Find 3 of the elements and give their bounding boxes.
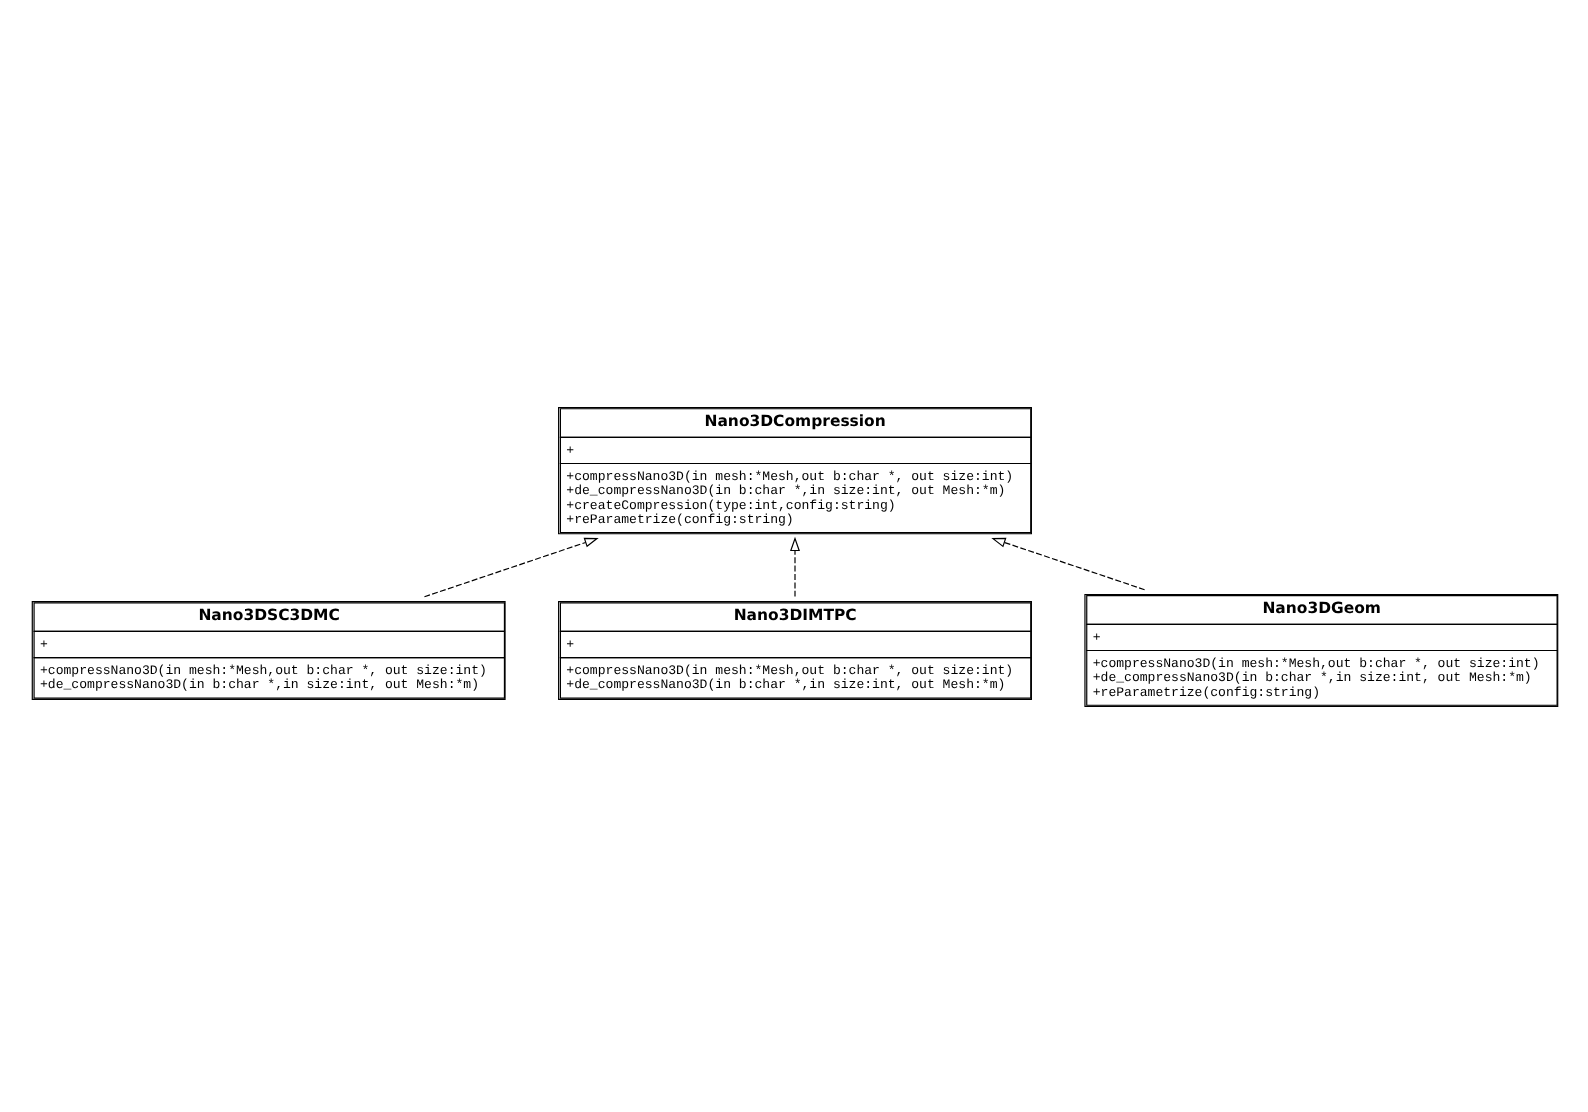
arrow	[422, 536, 598, 597]
arrow	[990, 536, 1145, 590]
arrow	[789, 535, 799, 597]
